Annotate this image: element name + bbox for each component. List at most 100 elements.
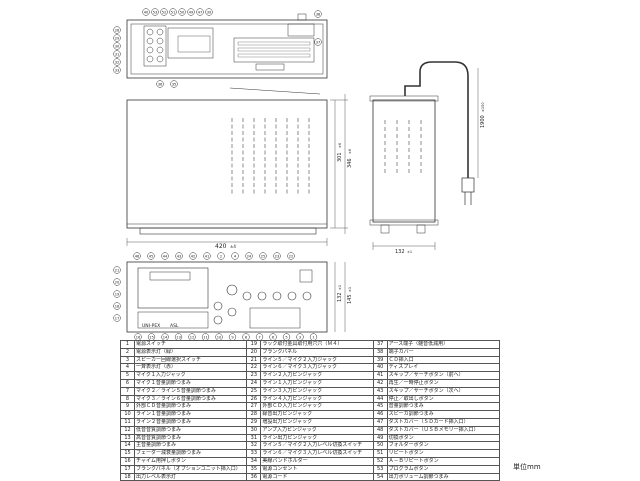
svg-text:39: 39 bbox=[207, 10, 212, 14]
part-name: ライン２入力ピンジャック bbox=[260, 371, 374, 380]
svg-text:4: 4 bbox=[234, 254, 237, 258]
part-name: リピートボタン bbox=[386, 449, 501, 458]
part-name: 主音量調節つまみ bbox=[133, 441, 248, 451]
side-depth-tolerance: ±1 bbox=[407, 250, 412, 254]
svg-text:2: 2 bbox=[220, 254, 222, 258]
svg-text:29: 29 bbox=[115, 36, 120, 40]
callout-bubble: 19 bbox=[113, 290, 121, 298]
part-name: ブランクパネル（オプションユニット挿入口） bbox=[133, 464, 248, 474]
front-jack bbox=[227, 307, 237, 317]
callout-bubble: 4 bbox=[231, 252, 239, 260]
svg-text:38: 38 bbox=[316, 12, 321, 16]
svg-text:3: 3 bbox=[299, 335, 301, 339]
rear-jack bbox=[146, 37, 154, 45]
part-name: マイク３／ライン６音量調節つまみ bbox=[133, 394, 248, 404]
part-name: フォルダーボタン bbox=[386, 441, 501, 451]
front-knob bbox=[257, 291, 267, 301]
part-number: 12 bbox=[120, 425, 135, 435]
part-number: 43 bbox=[372, 386, 388, 396]
callout-bubble: 32 bbox=[113, 58, 121, 66]
callout-bubble: 22 bbox=[287, 252, 295, 260]
front-knob bbox=[272, 291, 282, 301]
svg-text:6: 6 bbox=[272, 335, 275, 339]
part-number: 41 bbox=[372, 371, 388, 380]
callout-bubble: 12 bbox=[188, 333, 196, 340]
callout-bubble: 1 bbox=[309, 333, 318, 340]
top-view bbox=[126, 87, 328, 235]
front-height-inner-dimension: 132 bbox=[337, 292, 343, 302]
callout-bubble: 13 bbox=[174, 333, 183, 340]
callout-bubble: 38 bbox=[314, 10, 322, 18]
callout-bubble: 44 bbox=[161, 252, 169, 260]
side-depth-dimension: 132 bbox=[395, 249, 405, 255]
rear-jack bbox=[156, 37, 164, 45]
width-tolerance: ±4 bbox=[230, 244, 236, 249]
part-name: ブランクパネル bbox=[260, 347, 374, 357]
front-jack bbox=[213, 301, 223, 311]
svg-text:37: 37 bbox=[316, 40, 321, 44]
part-name: 高音音質調節つまみ bbox=[133, 433, 248, 443]
callout-bubble: 6 bbox=[269, 333, 277, 340]
part-number: 24 bbox=[246, 378, 262, 388]
svg-text:18: 18 bbox=[115, 304, 120, 308]
part-number: 34 bbox=[246, 456, 262, 466]
callout-bubble: 30 bbox=[113, 42, 121, 50]
callout-bubble: 25 bbox=[259, 252, 267, 260]
callout-bubble: 10 bbox=[215, 333, 223, 340]
depth-outer-tolerance: ±6 bbox=[348, 149, 352, 154]
front-height-dimension: 145 bbox=[347, 294, 353, 304]
svg-text:51: 51 bbox=[171, 10, 176, 14]
unit-label: 単位mm bbox=[513, 463, 541, 471]
part-name: マイク２／ライン５音量調節つまみ bbox=[133, 386, 248, 396]
depth-outer-dimension: 346 bbox=[347, 158, 353, 168]
part-number: 33 bbox=[246, 449, 262, 458]
svg-text:50: 50 bbox=[180, 10, 185, 14]
part-number: 47 bbox=[372, 417, 388, 427]
part-name: マイク１入力ジャック bbox=[133, 371, 248, 380]
callout-bubble: 51 bbox=[169, 8, 177, 16]
depth-inner-tolerance: ±6 bbox=[338, 143, 342, 148]
svg-text:19: 19 bbox=[115, 292, 120, 296]
part-name: ディスプレイ bbox=[386, 363, 501, 373]
part-number: 9 bbox=[120, 402, 135, 412]
front-knob bbox=[242, 291, 252, 301]
rear-jack bbox=[156, 46, 164, 54]
callout-bubble: 36 bbox=[156, 80, 164, 88]
svg-text:52: 52 bbox=[162, 10, 167, 14]
part-name: スピーカー回線選択スイッチ bbox=[133, 355, 248, 365]
part-number: 42 bbox=[372, 378, 388, 388]
part-number: 48 bbox=[372, 425, 388, 435]
part-name: 録音出力ピンジャック bbox=[260, 410, 374, 419]
part-number: 10 bbox=[120, 410, 135, 419]
part-name: スキップ／サーチボタン（次へ） bbox=[386, 386, 501, 396]
callout-bubble: 3 bbox=[296, 333, 304, 340]
part-number: 50 bbox=[372, 441, 388, 451]
part-number: 35 bbox=[246, 464, 262, 474]
callout-bubble: 43 bbox=[175, 252, 183, 260]
part-name: スピーカ調節つまみ bbox=[386, 410, 501, 419]
part-name: 低音音質調節つまみ bbox=[133, 425, 248, 435]
svg-text:31: 31 bbox=[115, 52, 120, 56]
svg-text:35: 35 bbox=[172, 82, 177, 86]
callout-bubble: 31 bbox=[113, 50, 121, 58]
svg-text:43: 43 bbox=[177, 254, 182, 258]
part-name: 再生／一時停止ボタン bbox=[386, 378, 501, 388]
part-number: 4 bbox=[120, 363, 135, 373]
part-name: スキップ／サーチボタン（前へ） bbox=[386, 371, 501, 380]
callout-bubble: 14 bbox=[161, 333, 169, 340]
part-number: 21 bbox=[246, 355, 262, 365]
svg-text:11: 11 bbox=[203, 335, 208, 339]
callout-bubble: 41 bbox=[203, 252, 211, 260]
model-label: ASL bbox=[170, 323, 179, 329]
part-name: 電源表示灯（緑） bbox=[133, 347, 248, 357]
svg-text:46: 46 bbox=[135, 254, 140, 258]
svg-text:32: 32 bbox=[115, 60, 120, 64]
part-number: 51 bbox=[372, 449, 388, 458]
part-name: ライン１音量調節つまみ bbox=[133, 410, 248, 419]
part-name: プログラムボタン bbox=[386, 464, 501, 474]
